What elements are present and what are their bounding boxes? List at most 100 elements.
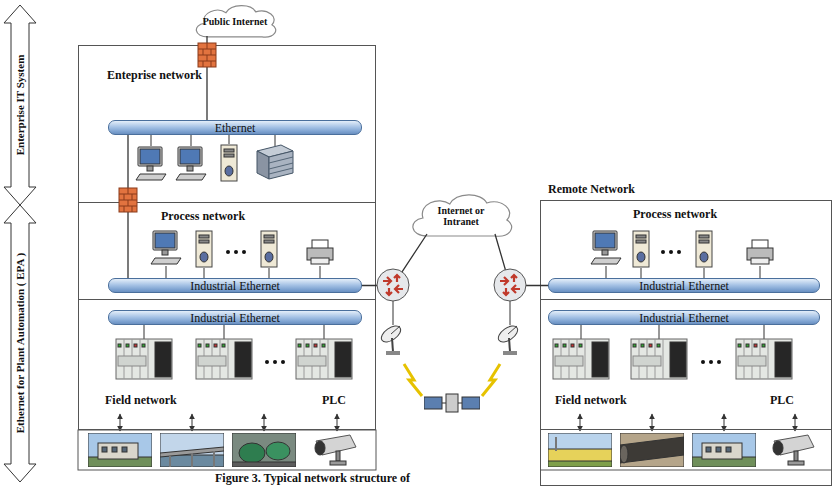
scope-arrow [4, 5, 36, 205]
device-wire [659, 325, 660, 339]
bus-label: Industrial Ethernet [639, 310, 729, 325]
internet-cloud: Public Internet [190, 2, 280, 40]
server-icon [633, 231, 649, 267]
ellipsis-dot [281, 360, 285, 364]
ellipsis-dot [226, 250, 230, 254]
server-icon [196, 231, 212, 267]
network-zone: Process networkIndustrial Ethernet [78, 202, 376, 300]
io-arrow [795, 414, 796, 431]
ethernet-bus: Industrial Ethernet [108, 278, 362, 293]
site-photo [88, 433, 152, 467]
site-photo [548, 433, 612, 467]
zone-heading: Remote Network [548, 182, 635, 197]
device-label: PLC [322, 393, 346, 408]
router-icon [377, 269, 409, 301]
workstation-icon [176, 147, 206, 180]
ethernet-bus: Industrial Ethernet [548, 310, 820, 325]
satellite-dish [496, 323, 521, 355]
ellipsis-dot [265, 360, 269, 364]
cloud-shape [196, 6, 275, 37]
ellipsis-dot [273, 360, 277, 364]
io-arrow [337, 414, 338, 431]
zone-heading: Process network [161, 209, 245, 224]
device-wire [641, 268, 642, 278]
device-wire [166, 266, 167, 278]
ellipsis-dot [709, 360, 713, 364]
remote-site: Remote NetworkProcess networkIndustrial … [540, 182, 832, 486]
scope-arrow [4, 205, 36, 482]
remote-process-devices [591, 231, 773, 278]
remote-frame [540, 200, 832, 486]
plc-unit [196, 339, 252, 379]
io-arrow [652, 414, 653, 431]
ellipsis-dot [717, 360, 721, 364]
site-photo [232, 433, 296, 467]
satellite-icon [424, 394, 480, 412]
io-arrow [264, 414, 265, 431]
camera-icon [315, 435, 356, 465]
figure-caption: Figure 3. Typical network structure of [215, 471, 410, 486]
radio-bolt [404, 364, 422, 396]
site-photo [692, 433, 756, 467]
device-wire [581, 325, 582, 339]
workstation-icon [136, 147, 166, 180]
bus-label: Industrial Ethernet [639, 278, 729, 293]
printer-icon [307, 240, 333, 264]
device-wire [320, 266, 321, 278]
remote-field-devices [540, 325, 832, 470]
network-zone: Process networkIndustrial Ethernet [540, 200, 832, 300]
radio-bolt [482, 364, 500, 396]
router-icon [494, 269, 526, 301]
plc-unit [736, 339, 792, 379]
server-icon [261, 231, 277, 267]
workstation-icon [151, 231, 181, 264]
device-wire [191, 135, 192, 146]
device-wire [151, 135, 152, 146]
ellipsis-dot [661, 250, 665, 254]
enterprise-devices [136, 135, 293, 181]
device-wire [606, 266, 607, 278]
zone-heading: Enteprise network [107, 68, 202, 83]
workstation-icon [591, 231, 621, 264]
zone-heading: Field network [105, 393, 177, 408]
device-wire [269, 268, 270, 278]
bus-label: Industrial Ethernet [190, 278, 280, 293]
scope-label: Ethernet for Plant Automation ( EPA ) [14, 253, 26, 433]
ellipsis-dot [242, 250, 246, 254]
server-icon [221, 145, 237, 181]
device-label: PLC [770, 393, 794, 408]
dish-wire [510, 300, 511, 325]
ethernet-bus: Ethernet [108, 120, 362, 135]
zone-heading: Process network [633, 207, 717, 222]
device-wire [275, 135, 276, 146]
camera-icon [773, 435, 814, 465]
bus-label: Industrial Ethernet [190, 310, 280, 325]
ethernet-bus: Industrial Ethernet [548, 278, 820, 293]
row-divider [540, 470, 832, 471]
cloud-label: Internet or Intranet [426, 205, 496, 227]
zone-heading: Field network [555, 393, 627, 408]
plc-unit [296, 339, 352, 379]
ethernet-bus: Industrial Ethernet [108, 310, 362, 325]
network-zone: Enteprise networkEthernet [78, 45, 376, 203]
plc-unit [553, 339, 609, 379]
io-arrow [120, 414, 121, 431]
device-wire [704, 268, 705, 278]
satellite-dish [379, 323, 404, 355]
io-arrow [580, 414, 581, 431]
scope-label: Enterprise IT System [14, 55, 26, 156]
device-wire [144, 325, 145, 339]
firewall-icon [119, 188, 137, 212]
ellipsis-dot [669, 250, 673, 254]
plc-unit [631, 339, 687, 379]
io-arrow [192, 414, 193, 431]
device-wire [760, 266, 761, 278]
internet-cloud: Internet or Intranet [405, 190, 517, 240]
bus-label: Ethernet [215, 120, 256, 135]
process-devices [151, 231, 333, 278]
